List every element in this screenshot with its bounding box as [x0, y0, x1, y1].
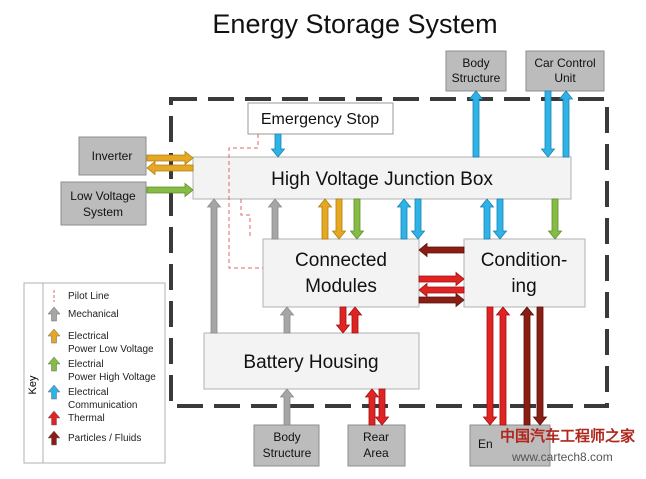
legend-label: Power High Voltage — [68, 372, 156, 383]
legend-high-voltage-arrow-icon — [47, 356, 61, 372]
arrow-bh-hvjb-mech — [206, 198, 222, 334]
arrow-hvjb-body-comm — [468, 90, 484, 158]
legend-label: Communication — [68, 400, 137, 411]
body-structure-bottom-box: Body Structure — [253, 424, 320, 467]
arrow-cm-hvjb-hv — [349, 198, 365, 240]
rear-area-label-2: Area — [363, 446, 389, 460]
body-structure-top-label-2: Structure — [452, 71, 501, 85]
watermark: 中国汽车工程师之家 www.cartech8.com — [500, 427, 635, 464]
legend-label: Thermal — [68, 413, 105, 424]
low-voltage-system-box: Low Voltage System — [60, 181, 147, 226]
environment-box: En — [469, 424, 551, 467]
low-voltage-label-2: System — [83, 205, 123, 219]
arrow-cm-bh-thermal-up — [347, 306, 363, 334]
connected-modules-box: Connected Modules — [262, 238, 420, 308]
legend-label: Pilot Line — [68, 291, 110, 302]
pilot-line-estop — [228, 134, 263, 269]
legend-low-voltage-arrow-icon — [47, 328, 61, 344]
arrow-env-cond-fluid-up — [519, 306, 535, 426]
arrow-rear-bh-thermal-down — [374, 388, 390, 426]
car-control-unit-box: Car Control Unit — [525, 50, 605, 92]
legend-communication-arrow-icon — [47, 384, 61, 400]
hv-junction-box: High Voltage Junction Box — [192, 156, 572, 200]
body-structure-bottom-label-2: Structure — [263, 446, 312, 460]
inverter-box: Inverter — [78, 136, 147, 176]
arrow-ccu-comm-down — [540, 90, 556, 158]
arrow-cond-hvjb-comm-up — [479, 198, 495, 240]
conditioning-label-2: ing — [511, 276, 536, 297]
car-control-unit-label-2: Unit — [554, 71, 576, 85]
arrow-lvsys-hv-right — [146, 182, 194, 198]
arrow-cm-bh-thermal-down — [335, 306, 351, 334]
arrow-cond-cm-fluid — [418, 242, 465, 258]
arrow-cond-env-thermal-down — [482, 306, 498, 426]
arrow-inverter-lv-left — [146, 160, 194, 176]
environment-label: En — [478, 437, 493, 451]
watermark-line2: www.cartech8.com — [511, 450, 613, 464]
body-structure-top-box: Body Structure — [445, 50, 507, 92]
legend-label: Mechanical — [68, 309, 119, 320]
arrow-cm-cond-fluid-right — [418, 292, 465, 308]
diagram-title: Energy Storage System — [212, 9, 497, 39]
arrow-cm-hvjb-mech — [267, 198, 283, 240]
battery-housing-box: Battery Housing — [203, 332, 420, 390]
arrow-bodybottom-bh-mech — [279, 388, 295, 426]
hv-junction-box-label: High Voltage Junction Box — [271, 169, 493, 190]
arrow-inverter-lv-right — [146, 150, 194, 166]
arrow-cond-hvjb-comm-down — [492, 198, 508, 240]
arrow-cond-env-fluid-down — [532, 306, 548, 426]
arrow-cm-hvjb-comm-up — [396, 198, 412, 240]
inverter-label: Inverter — [92, 149, 133, 163]
legend-label: Electrial — [68, 359, 104, 370]
conditioning-label-1: Condition- — [481, 250, 568, 271]
body-structure-bottom-label-1: Body — [273, 430, 300, 444]
arrow-cm-cond-thermal-right — [418, 271, 465, 287]
rear-area-label-1: Rear — [363, 430, 389, 444]
emergency-stop-label: Emergency Stop — [261, 111, 379, 128]
legend-label: Electrical — [68, 331, 109, 342]
arrow-estop-comm — [270, 133, 286, 158]
arrow-cm-hvjb-lv-down — [331, 198, 347, 240]
connected-modules-label-1: Connected — [295, 250, 387, 271]
rear-area-box: Rear Area — [347, 424, 406, 467]
arrow-ccu-comm-up — [558, 90, 574, 158]
arrow-rear-bh-thermal-up — [364, 388, 380, 426]
pilot-lines — [228, 134, 263, 269]
legend-label: Particles / Fluids — [68, 433, 141, 444]
watermark-line1: 中国汽车工程师之家 — [500, 427, 635, 445]
emergency-stop-box: Emergency Stop — [247, 102, 394, 135]
car-control-unit-label-1: Car Control — [534, 56, 595, 70]
legend-mechanical-arrow-icon — [47, 306, 61, 322]
legend-title: Key — [27, 375, 39, 394]
arrow-cm-hvjb-lv-up — [317, 198, 333, 240]
arrow-bh-cm-mech — [279, 306, 295, 334]
legend: Key Pilot LineMechanicalElectricalPower … — [23, 282, 166, 464]
body-structure-top-label-1: Body — [462, 56, 489, 70]
pilot-line-hvjb — [240, 199, 251, 239]
legend-label: Electrical — [68, 387, 109, 398]
legend-fluid-arrow-icon — [47, 430, 61, 446]
system-boundary — [169, 97, 609, 408]
arrow-env-cond-thermal-up — [495, 306, 511, 426]
legend-label: Power Low Voltage — [68, 344, 154, 355]
battery-housing-label: Battery Housing — [243, 352, 378, 373]
flow-arrows — [146, 90, 574, 426]
legend-thermal-arrow-icon — [47, 410, 61, 426]
arrow-cond-hvjb-hv — [547, 198, 563, 240]
arrow-cm-hvjb-comm-down — [410, 198, 426, 240]
arrow-cm-cond-thermal-left — [418, 282, 465, 298]
connected-modules-label-2: Modules — [305, 276, 377, 297]
conditioning-box: Condition- ing — [463, 238, 586, 308]
low-voltage-label-1: Low Voltage — [70, 189, 136, 203]
